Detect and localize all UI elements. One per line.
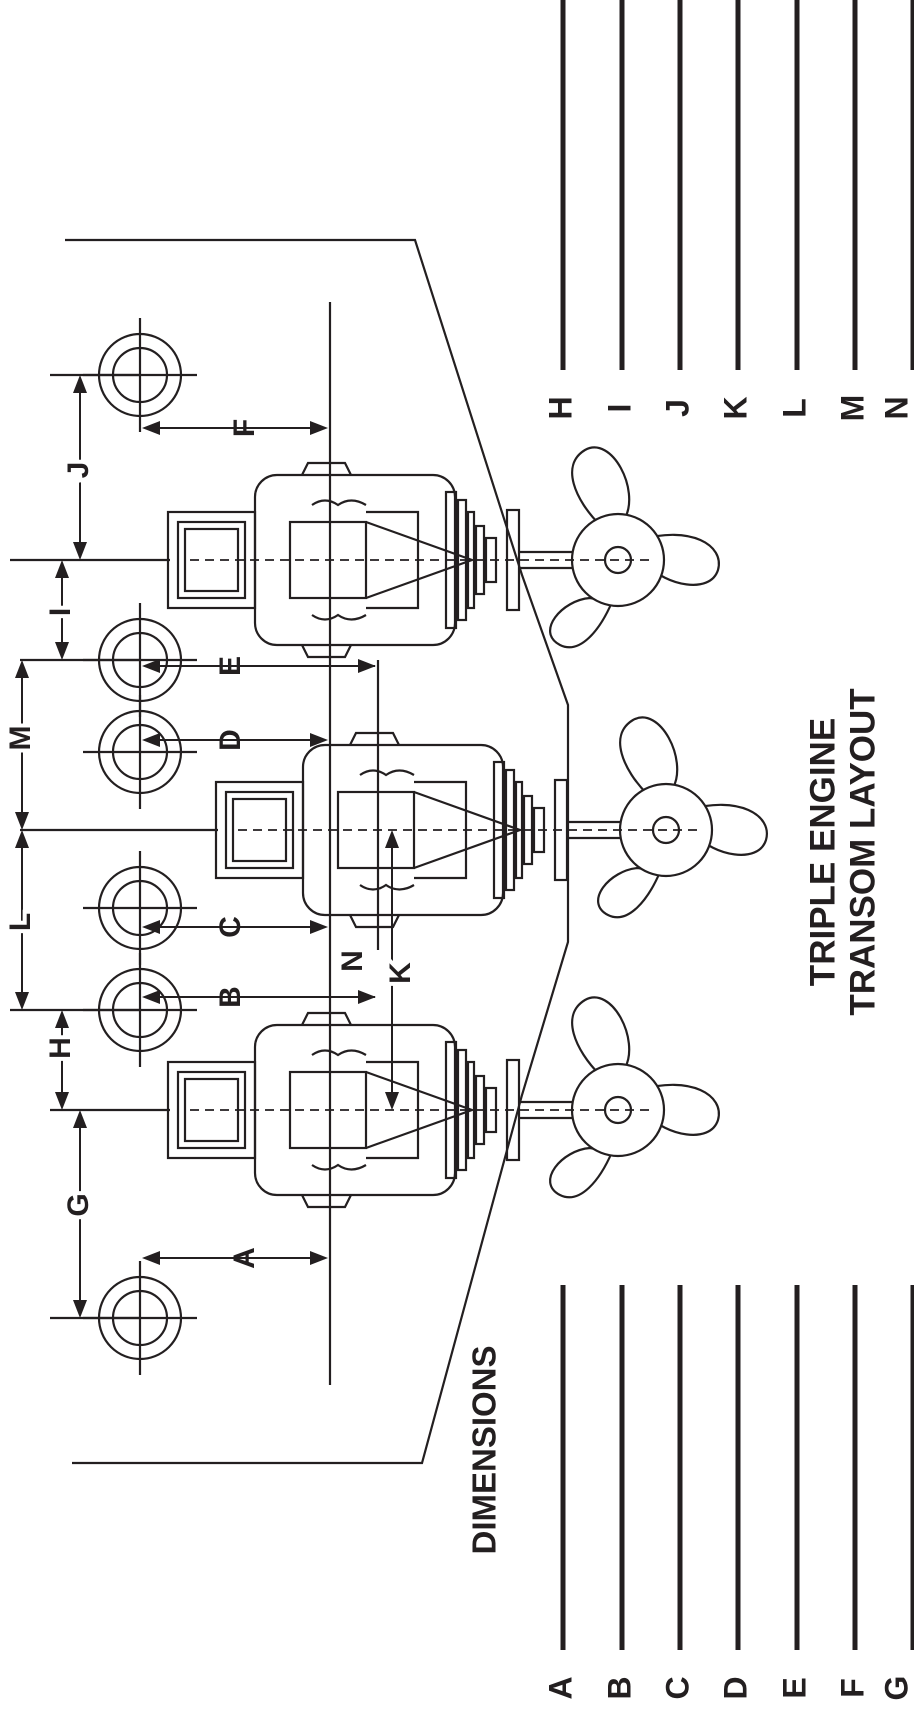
letter-c: C (214, 916, 247, 938)
blank-label-l: L (776, 398, 812, 418)
port-engine (166, 996, 720, 1209)
blank-lines-a-g (560, 1285, 914, 1650)
blank-label-f: F (834, 1678, 870, 1698)
layout-title: TRIPLE ENGINE TRANSOM LAYOUT (803, 688, 882, 1015)
letter-d: D (214, 729, 247, 751)
blank-label-a: A (542, 1676, 578, 1699)
letter-h: H (44, 1037, 77, 1059)
blank-label-j: J (659, 399, 695, 417)
title-line-1: TRIPLE ENGINE (803, 718, 842, 986)
blank-label-d: D (717, 1676, 753, 1699)
transom-outline (65, 238, 570, 1465)
blank-label-n: N (878, 396, 914, 419)
letter-l: L (4, 913, 37, 931)
blank-labels-a-g: A B C D E F G (542, 1676, 914, 1701)
blank-label-k: K (717, 396, 753, 419)
letter-n: N (336, 950, 369, 972)
blank-label-h: H (542, 396, 578, 419)
dimension-arrows (15, 375, 399, 1318)
blank-label-e: E (776, 1677, 812, 1698)
letter-m: M (4, 726, 37, 751)
letter-k: K (384, 962, 417, 984)
blank-lines-h-n (560, 0, 914, 370)
letter-i: I (44, 608, 77, 616)
blank-label-m: M (834, 395, 870, 422)
centerlines (10, 373, 380, 1320)
letter-b: B (214, 986, 247, 1008)
letter-g: G (62, 1193, 95, 1216)
blank-label-i: I (601, 404, 637, 413)
blank-label-g: G (878, 1676, 914, 1701)
dimensions-heading: DIMENSIONS (466, 1345, 503, 1554)
letter-e: E (214, 656, 247, 676)
center-engine (214, 716, 768, 929)
diagram-letters: A B C D E F G H I J K L M N (0, 419, 421, 1269)
blank-label-b: B (601, 1676, 637, 1699)
letter-f: F (228, 419, 261, 437)
letter-j: J (62, 462, 95, 479)
blank-label-c: C (659, 1676, 695, 1699)
starboard-engine (166, 446, 720, 659)
mount-circles (81, 316, 199, 1377)
title-line-2: TRANSOM LAYOUT (843, 688, 882, 1015)
blank-labels-h-n: H I J K L M N (542, 395, 914, 422)
letter-a: A (228, 1247, 261, 1269)
